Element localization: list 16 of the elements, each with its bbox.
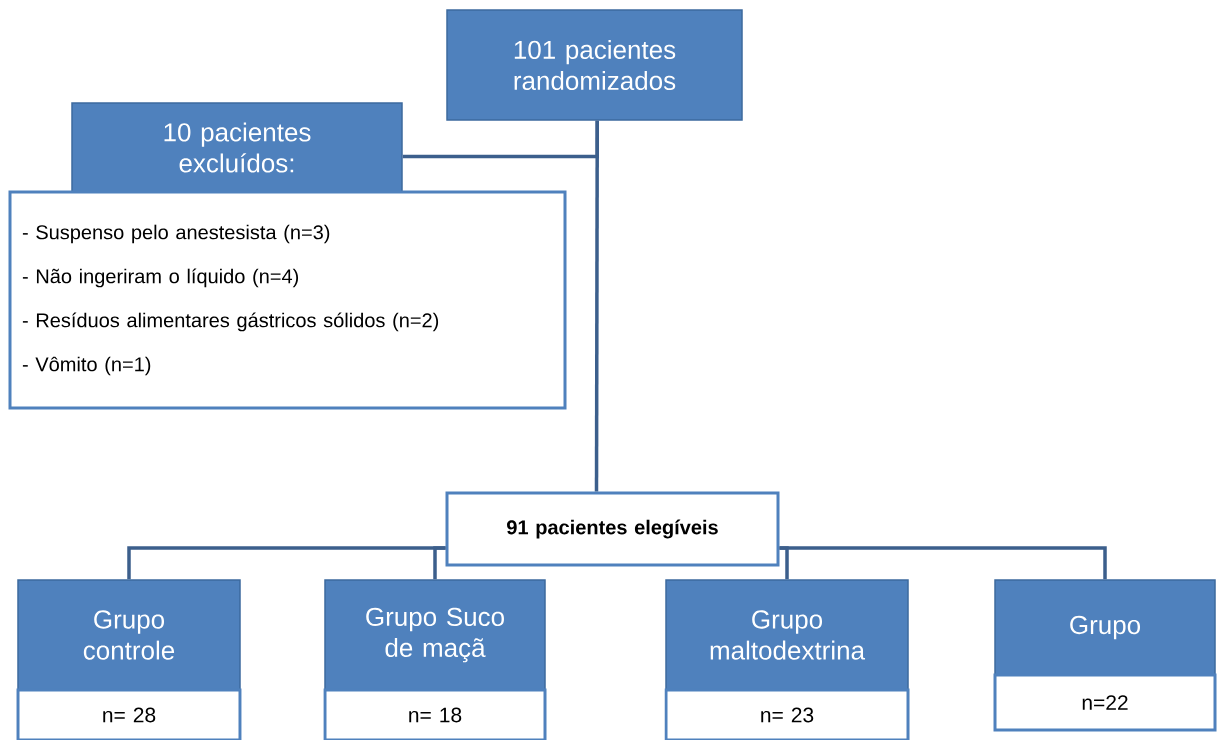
count-box: n= 18 xyxy=(323,688,547,740)
group-box: Grupo Suco de maçã xyxy=(324,579,546,691)
exclusion-list-box: - Suspenso pelo anestesista (n=3) - Não ingeriram o líquido (n=4) - Resíduos alimentares gástricos sólidos (n=2) - Vômito (n=1) xyxy=(8,190,567,410)
connector-line xyxy=(779,546,1107,580)
count-box: n=22 xyxy=(993,673,1217,732)
group-box: Grupo maltodextrina xyxy=(665,579,909,691)
connector-line xyxy=(594,120,599,492)
process-box: 91 pacientes elegíveis xyxy=(445,491,780,567)
header-box: 10 pacientes excluídos: xyxy=(71,102,403,193)
count-box: n= 28 xyxy=(16,688,242,740)
count-box: n= 23 xyxy=(664,688,910,740)
connector-line xyxy=(433,546,446,580)
group-box: Grupo controle xyxy=(17,579,241,691)
process-box: 101 pacientes randomizados xyxy=(446,9,743,121)
group-box: Grupo xyxy=(994,579,1216,676)
connector-line xyxy=(402,120,599,159)
